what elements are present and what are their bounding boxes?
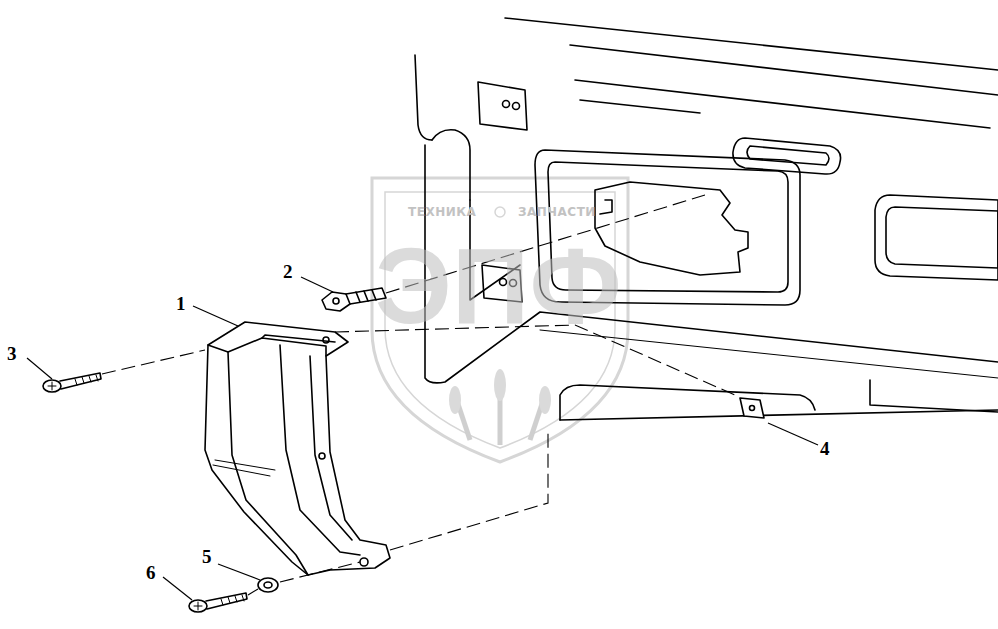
callout-number: 1	[176, 294, 186, 313]
callout-number: 2	[283, 262, 293, 281]
callout-number: 5	[202, 547, 212, 566]
watermark-text: ТЕХНИКА	[408, 206, 476, 218]
callout-number: 6	[146, 563, 156, 582]
bracket-part	[205, 322, 390, 575]
assembly-line	[102, 195, 735, 595]
callout-number: 3	[7, 344, 17, 363]
cab-panel	[415, 18, 998, 420]
screw-part	[43, 373, 101, 392]
watermark-logo: ЭПФ	[375, 232, 622, 340]
screw-part	[189, 593, 247, 612]
clip-part	[740, 398, 764, 418]
watermark-text: ЗАПЧАСТИ	[518, 206, 596, 218]
callout-number: 4	[820, 439, 830, 458]
washer-part	[258, 578, 278, 592]
